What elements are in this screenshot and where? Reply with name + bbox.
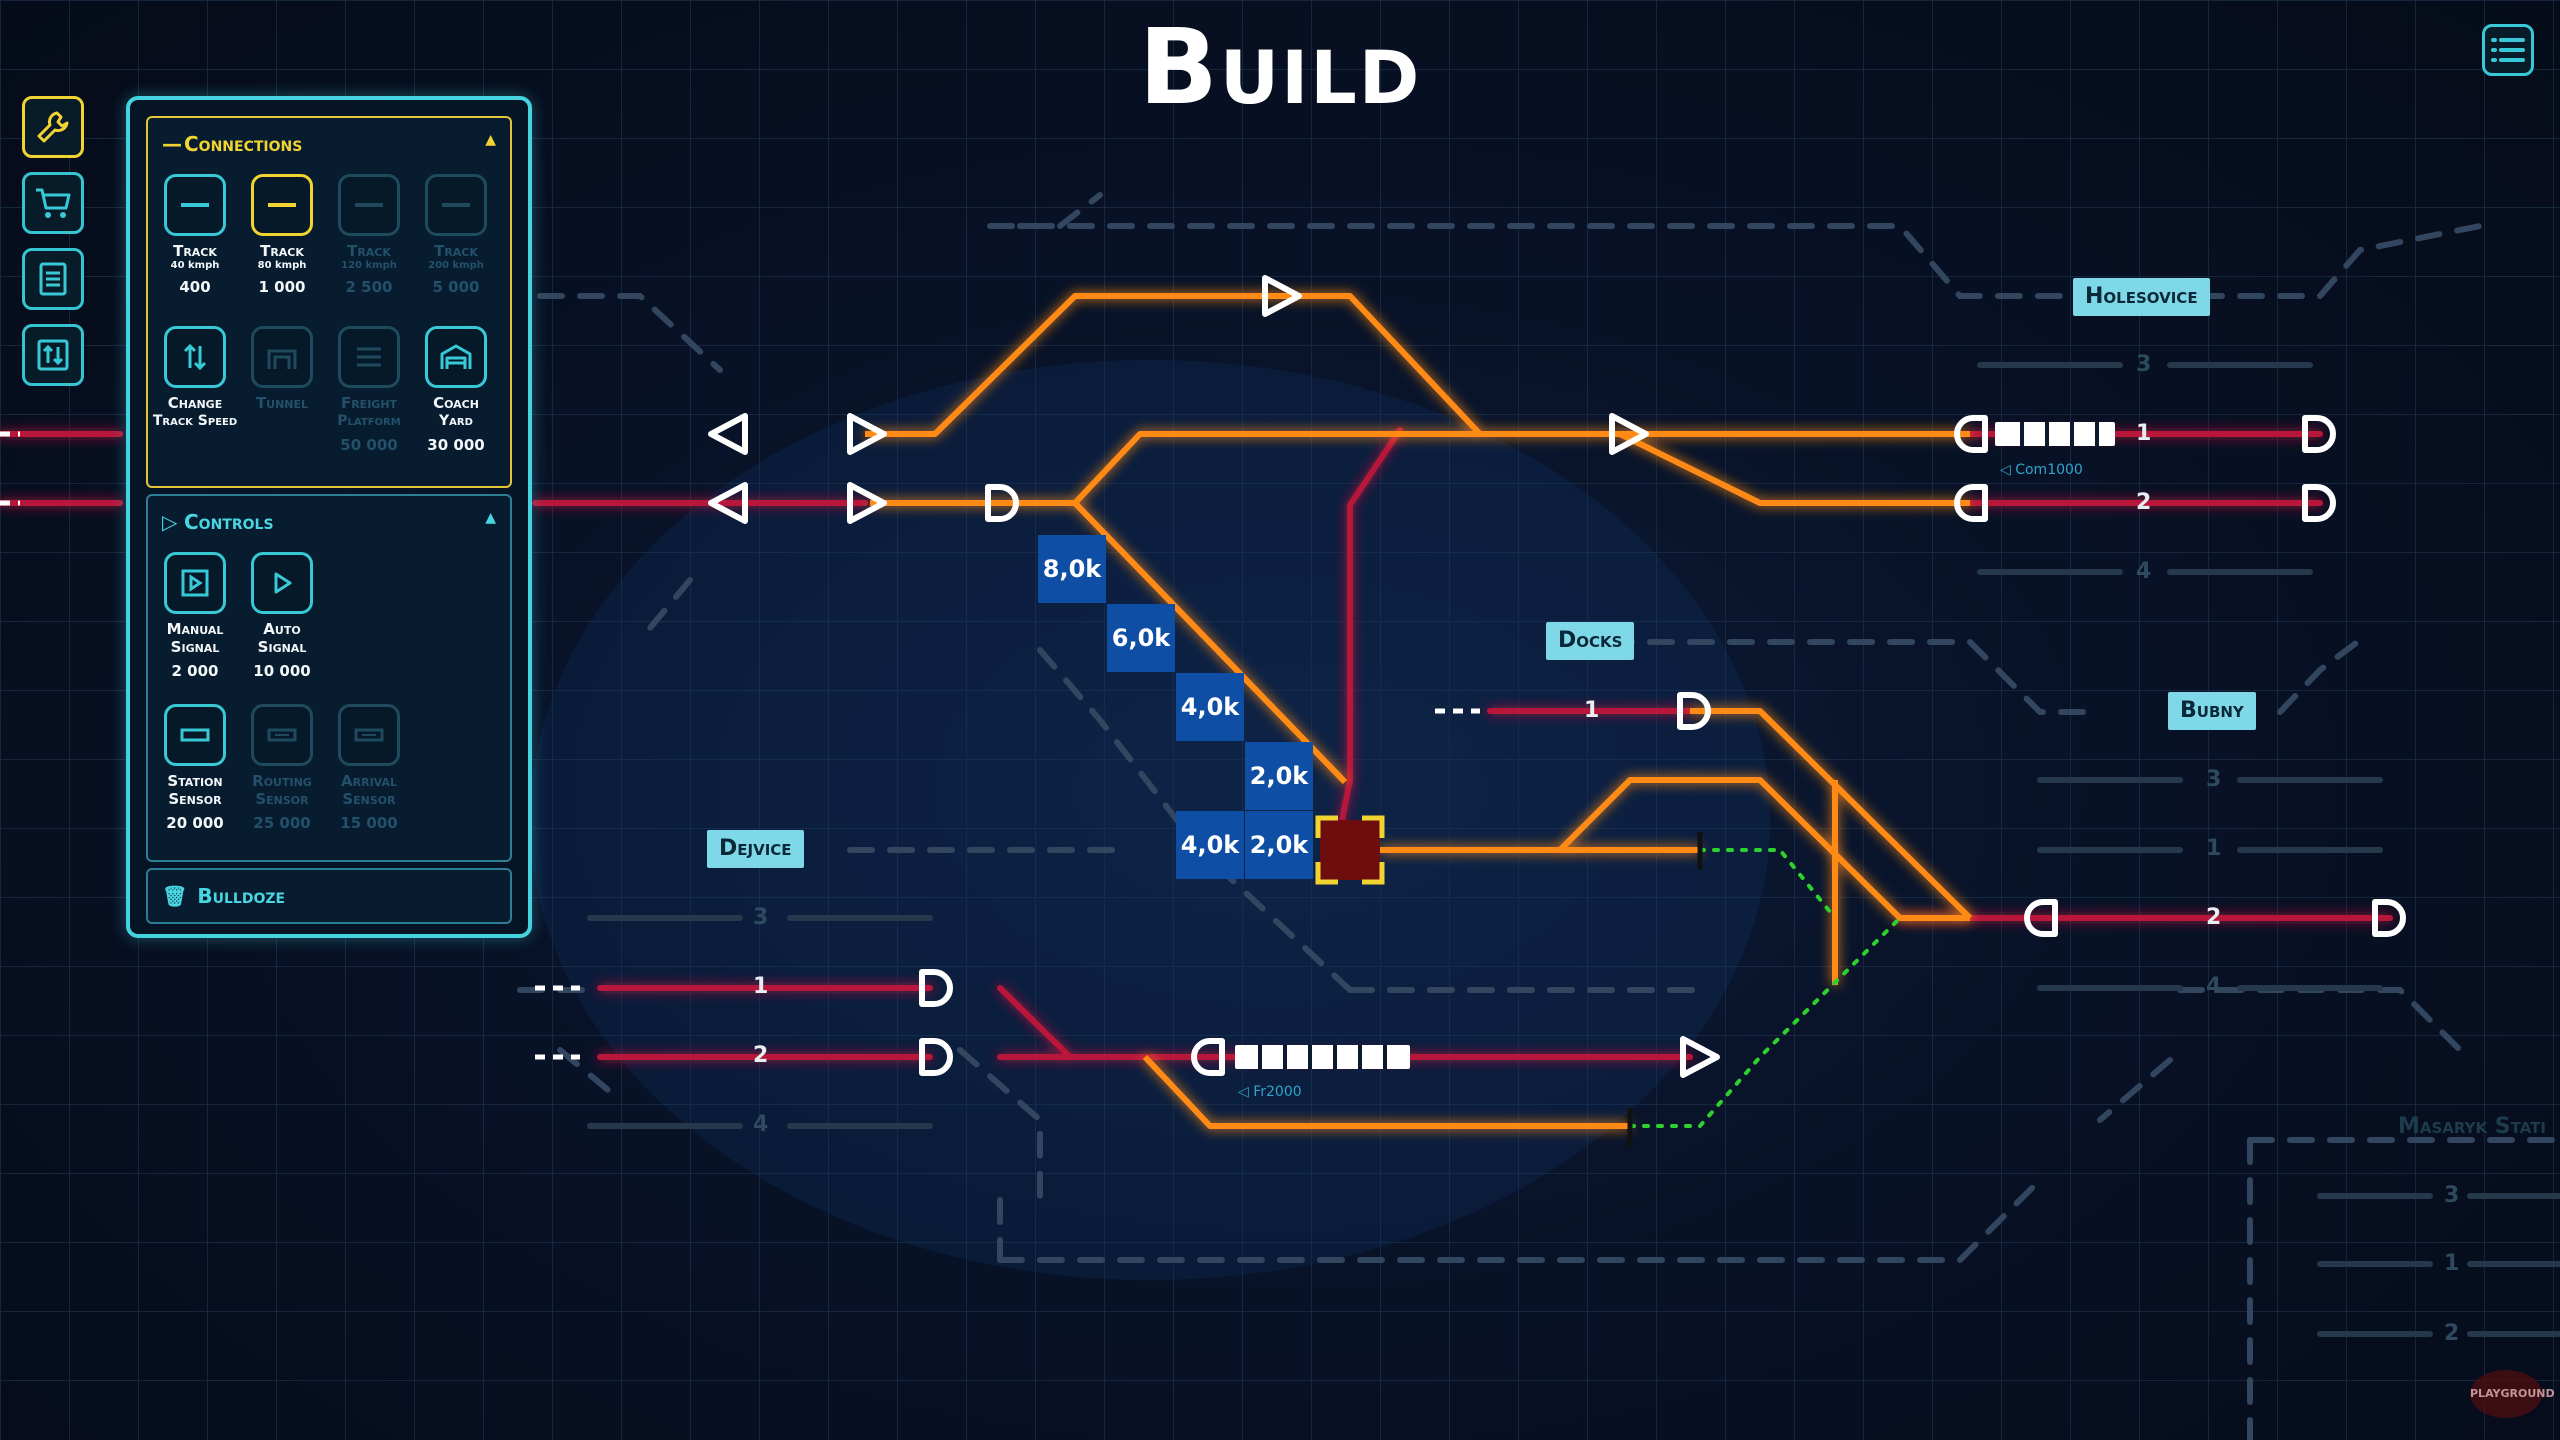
orange-tracks bbox=[865, 293, 1973, 1129]
station-label-holesovice[interactable]: Holesovice bbox=[2073, 278, 2210, 316]
collapse-icon[interactable]: ▲ bbox=[485, 510, 496, 526]
connections-section: —Connections ▲ Track 40 kmph 400 Track 8… bbox=[146, 116, 512, 488]
wrench-icon[interactable] bbox=[22, 96, 84, 158]
cost-tile: 8,0k bbox=[1038, 535, 1106, 603]
controls-header[interactable]: ▷Controls ▲ bbox=[162, 510, 496, 534]
platform-number: 1 bbox=[753, 974, 769, 999]
cost-tile: 4,0k bbox=[1176, 811, 1244, 879]
page-title: Build bbox=[1138, 6, 1422, 128]
track-icon bbox=[338, 174, 400, 236]
tunnel-item: Tunnel bbox=[239, 326, 325, 412]
track-icon bbox=[164, 174, 226, 236]
cost-tile: 2,0k bbox=[1245, 742, 1313, 810]
track-icon bbox=[251, 174, 313, 236]
track-ends bbox=[1627, 832, 1703, 1146]
cart-icon[interactable] bbox=[22, 172, 84, 234]
signals[interactable] bbox=[708, 275, 2406, 1078]
station-label-docks[interactable]: Docks bbox=[1546, 622, 1635, 660]
coach-yard-icon bbox=[425, 326, 487, 388]
track-stubs bbox=[0, 431, 1480, 1060]
build-cursor[interactable] bbox=[1315, 815, 1385, 885]
platform-number: 4 bbox=[2206, 974, 2222, 999]
station-label-masaryk[interactable]: Masaryk Stati bbox=[2398, 1114, 2546, 1139]
planned-routes bbox=[517, 192, 2560, 1440]
platform-number: 3 bbox=[753, 905, 769, 930]
expanded-icon: — bbox=[162, 132, 182, 156]
manual-signal-icon bbox=[164, 552, 226, 614]
platform-number: 4 bbox=[2136, 559, 2152, 584]
train-label: ◁ Fr2000 bbox=[1238, 1084, 1302, 1100]
trash-icon: 🗑 bbox=[162, 884, 188, 908]
controls-section: ▷Controls ▲ Manual Signal 2 000 Auto Sig… bbox=[146, 494, 512, 862]
freight-platform-item: Freight Platform 50 000 bbox=[326, 326, 412, 454]
platform-number: 1 bbox=[1584, 698, 1600, 723]
platform-number: 2 bbox=[2136, 490, 2152, 515]
track-80-item[interactable]: Track 80 kmph 1 000 bbox=[239, 174, 325, 296]
document-icon[interactable] bbox=[22, 248, 84, 310]
connections-header[interactable]: —Connections ▲ bbox=[162, 132, 496, 156]
station-sensor-icon bbox=[164, 704, 226, 766]
route-preview bbox=[1628, 848, 1902, 1128]
track-200-item: Track 200 kmph 5 000 bbox=[413, 174, 499, 296]
red-tracks bbox=[0, 427, 2393, 1060]
list-menu-icon[interactable] bbox=[2482, 24, 2534, 76]
platform-number: 2 bbox=[753, 1043, 769, 1068]
track-120-item: Track 120 kmph 2 500 bbox=[326, 174, 412, 296]
routing-sensor-item: Routing Sensor 25 000 bbox=[239, 704, 325, 832]
swap-icon[interactable] bbox=[22, 324, 84, 386]
cost-tile: 4,0k bbox=[1176, 673, 1244, 741]
platform-number: 3 bbox=[2444, 1183, 2460, 1208]
collapse-icon[interactable]: ▲ bbox=[485, 132, 496, 148]
cost-tile: 6,0k bbox=[1107, 604, 1175, 672]
cost-tile: 2,0k bbox=[1245, 811, 1313, 879]
platform-number: 3 bbox=[2136, 352, 2152, 377]
arrival-sensor-item: Arrival Sensor 15 000 bbox=[326, 704, 412, 832]
platform-number: 1 bbox=[2444, 1251, 2460, 1276]
station-sensor-item[interactable]: Station Sensor 20 000 bbox=[152, 704, 238, 832]
left-toolbar bbox=[22, 96, 86, 400]
platform-number: 3 bbox=[2206, 767, 2222, 792]
platform-number: 1 bbox=[2136, 421, 2152, 446]
routing-sensor-icon bbox=[251, 704, 313, 766]
manual-signal-item[interactable]: Manual Signal 2 000 bbox=[152, 552, 238, 680]
build-panel: —Connections ▲ Track 40 kmph 400 Track 8… bbox=[126, 96, 532, 938]
coach-yard-item[interactable]: Coach Yard 30 000 bbox=[413, 326, 499, 454]
freight-platform-icon bbox=[338, 326, 400, 388]
platform-number: 2 bbox=[2444, 1321, 2460, 1346]
platform-number: 2 bbox=[2206, 905, 2222, 930]
station-label-dejvice[interactable]: Dejvice bbox=[707, 830, 804, 868]
unused-platforms bbox=[587, 362, 2560, 1337]
train-label: ◁ Com1000 bbox=[2000, 462, 2083, 478]
platform-number: 4 bbox=[753, 1112, 769, 1137]
change-track-speed-item[interactable]: Change Track Speed bbox=[152, 326, 238, 430]
auto-signal-icon bbox=[251, 552, 313, 614]
train-com1000[interactable] bbox=[1995, 422, 2115, 446]
tunnel-icon bbox=[251, 326, 313, 388]
watermark-logo: PLAYGROUND bbox=[2470, 1370, 2555, 1418]
station-label-bubny[interactable]: Bubny bbox=[2168, 692, 2256, 730]
change-speed-icon bbox=[164, 326, 226, 388]
train-fr2000[interactable] bbox=[1235, 1045, 1410, 1069]
platform-number: 1 bbox=[2206, 836, 2222, 861]
track-40-item[interactable]: Track 40 kmph 400 bbox=[152, 174, 238, 296]
expand-arrow-icon: ▷ bbox=[162, 510, 178, 534]
track-icon bbox=[425, 174, 487, 236]
bulldoze-button[interactable]: 🗑Bulldoze bbox=[146, 868, 512, 924]
auto-signal-item[interactable]: Auto Signal 10 000 bbox=[239, 552, 325, 680]
arrival-sensor-icon bbox=[338, 704, 400, 766]
